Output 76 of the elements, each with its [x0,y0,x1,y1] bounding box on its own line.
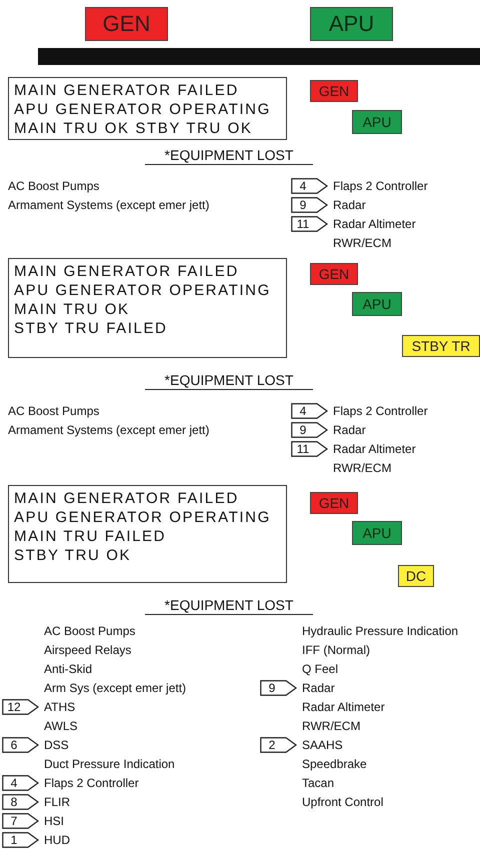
equipment-item: Arm Sys (except emer jett) [44,680,186,696]
status-line: MAIN TRU OK [14,300,131,319]
status-line: MAIN GENERATOR FAILED [14,81,240,100]
status-line: APU GENERATOR OPERATING [14,100,272,119]
index-tag: 1 [2,832,40,848]
status-line: APU GENERATOR OPERATING [14,508,272,527]
equipment-item: FLIR [44,794,70,810]
equipment-item: RWR/ECM [333,460,392,476]
equipment-item: RWR/ECM [333,235,392,251]
index-tag: 4 [291,403,329,419]
status-line: MAIN GENERATOR FAILED [14,489,240,508]
indicator-light: STBY TR [402,335,480,357]
equipment-item: AC Boost Pumps [8,403,100,419]
section-heading: *EQUIPMENT LOST [145,371,313,390]
section-heading: *EQUIPMENT LOST [145,596,313,615]
equipment-item: Duct Pressure Indication [44,756,175,772]
indicator-light: APU [310,7,393,41]
indicator-light: GEN [85,7,168,41]
indicator-light: APU [352,292,402,316]
index-tag: 4 [291,178,329,194]
index-tag: 8 [2,794,40,810]
index-tag: 12 [2,699,40,715]
indicator-light: APU [352,521,402,545]
equipment-item: IFF (Normal) [302,642,370,658]
equipment-item: Airspeed Relays [44,642,132,658]
index-tag: 9 [291,422,329,438]
equipment-item: Armament Systems (except emer jett) [8,197,210,213]
equipment-item: Radar Altimeter [302,699,385,715]
equipment-item: HUD [44,832,70,848]
equipment-item: Radar [302,680,335,696]
equipment-item: Radar [333,422,366,438]
equipment-item: Flaps 2 Controller [44,775,139,791]
status-line: STBY TRU FAILED [14,319,168,338]
equipment-item: Anti-Skid [44,661,92,677]
index-tag: 2 [260,737,298,753]
equipment-item: Speedbrake [302,756,367,772]
status-line: MAIN TRU OK STBY TRU OK [14,119,254,138]
equipment-item: AC Boost Pumps [8,178,100,194]
index-tag: 11 [291,216,329,232]
section-heading: *EQUIPMENT LOST [145,146,313,165]
equipment-item: HSI [44,813,64,829]
index-tag: 9 [291,197,329,213]
equipment-item: Flaps 2 Controller [333,403,428,419]
equipment-item: RWR/ECM [302,718,360,734]
status-box [8,485,287,583]
bus-bar [38,48,480,65]
index-tag: 11 [291,441,329,457]
equipment-item: SAAHS [302,737,343,753]
indicator-light: GEN [310,80,358,102]
equipment-item: ATHS [44,699,76,715]
index-tag: 6 [2,737,40,753]
indicator-light: APU [352,110,402,134]
indicator-light: GEN [310,492,358,514]
equipment-item: Flaps 2 Controller [333,178,428,194]
index-tag: 4 [2,775,40,791]
status-line: MAIN TRU FAILED [14,527,168,546]
status-line: MAIN GENERATOR FAILED [14,262,240,281]
indicator-light: DC [398,565,434,587]
indicator-light: GEN [310,263,358,285]
equipment-item: Radar [333,197,366,213]
equipment-item: DSS [44,737,69,753]
equipment-item: Hydraulic Pressure Indication [302,623,458,639]
equipment-item: Radar Altimeter [333,216,416,232]
status-box [8,77,287,140]
status-box [8,258,287,358]
status-line: STBY TRU OK [14,546,132,565]
status-line: APU GENERATOR OPERATING [14,281,272,300]
equipment-item: AC Boost Pumps [44,623,136,639]
index-tag: 7 [2,813,40,829]
equipment-item: Q Feel [302,661,338,677]
equipment-item: Upfront Control [302,794,384,810]
equipment-item: Tacan [302,775,334,791]
index-tag: 9 [260,680,298,696]
equipment-item: AWLS [44,718,78,734]
equipment-item: Armament Systems (except emer jett) [8,422,210,438]
equipment-item: Radar Altimeter [333,441,416,457]
